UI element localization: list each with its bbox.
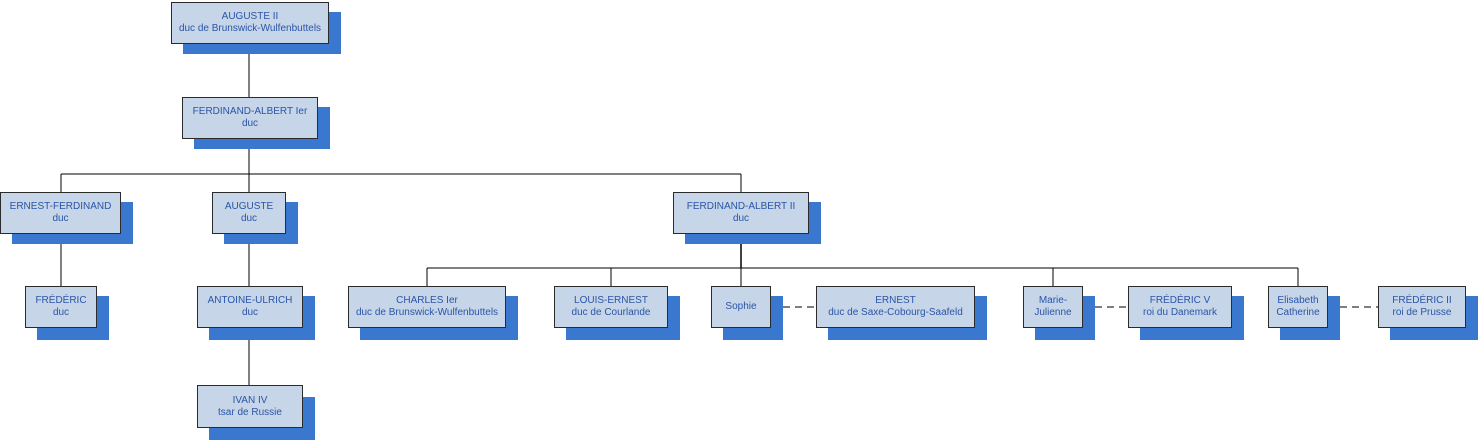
node-charles1[interactable]: CHARLES Ier duc de Brunswick-Wulfenbutte… — [348, 286, 506, 328]
node-title: Sophie — [725, 301, 757, 312]
node-title: ERNEST-FERDINAND — [9, 201, 112, 212]
node-title: LOUIS-ERNEST — [574, 295, 648, 306]
node-frederic2[interactable]: FRÉDÉRIC II roi de Prusse — [1378, 286, 1466, 328]
node-subtitle: duc — [52, 307, 70, 318]
node-auguste[interactable]: AUGUSTE duc — [212, 192, 286, 234]
node-title: AUGUSTE II — [221, 11, 279, 22]
node-subtitle: duc de Brunswick-Wulfenbuttels — [178, 23, 322, 34]
node-title: IVAN IV — [232, 394, 268, 406]
node-ferdinand-albert1[interactable]: FERDINAND-ALBERT Ier duc — [182, 97, 318, 139]
node-antoine-ulrich[interactable]: ANTOINE-ULRICH duc — [197, 286, 303, 328]
node-frederic5[interactable]: FRÉDÉRIC V roi du Danemark — [1128, 286, 1232, 328]
node-title: ANTOINE-ULRICH — [207, 295, 293, 306]
node-auguste2[interactable]: AUGUSTE II duc de Brunswick-Wulfenbuttel… — [171, 2, 329, 44]
node-title: FERDINAND-ALBERT Ier — [192, 106, 308, 117]
node-elisabeth-catherine[interactable]: Elisabeth Catherine — [1268, 286, 1328, 328]
node-ferdinand-albert2[interactable]: FERDINAND-ALBERT II duc — [673, 192, 809, 234]
node-subtitle: duc — [241, 118, 259, 129]
node-subtitle: duc de Courlande — [571, 307, 651, 318]
node-subtitle: Julienne — [1034, 307, 1072, 318]
node-subtitle: duc — [52, 213, 69, 224]
node-louis-ernest[interactable]: LOUIS-ERNEST duc de Courlande — [554, 286, 668, 328]
node-ivan4[interactable]: IVAN IV tsar de Russie — [197, 385, 303, 428]
node-title: Marie- — [1038, 295, 1068, 306]
node-title: Elisabeth — [1277, 295, 1319, 306]
node-title: FRÉDÉRIC — [35, 295, 87, 306]
node-title: FERDINAND-ALBERT II — [686, 201, 796, 212]
node-subtitle: duc de Brunswick-Wulfenbuttels — [355, 307, 499, 318]
node-title: CHARLES Ier — [396, 295, 458, 306]
node-title: AUGUSTE — [224, 201, 274, 212]
node-title: FRÉDÉRIC V — [1149, 295, 1211, 306]
node-title: FRÉDÉRIC II — [1392, 295, 1452, 306]
node-marie-julienne[interactable]: Marie- Julienne — [1023, 286, 1083, 328]
node-subtitle: Catherine — [1276, 307, 1320, 318]
node-ernest-ferdinand[interactable]: ERNEST-FERDINAND duc — [0, 192, 121, 234]
node-subtitle: tsar de Russie — [218, 406, 282, 418]
node-frederic[interactable]: FRÉDÉRIC duc — [25, 286, 97, 328]
node-subtitle: duc — [732, 213, 750, 224]
node-subtitle: duc de Saxe-Cobourg-Saafeld — [828, 307, 963, 318]
node-ernest[interactable]: ERNEST duc de Saxe-Cobourg-Saafeld — [816, 286, 975, 328]
node-sophie[interactable]: Sophie — [711, 286, 771, 328]
node-subtitle: duc — [240, 213, 258, 224]
node-subtitle: roi du Danemark — [1143, 307, 1217, 318]
node-subtitle: roi de Prusse — [1392, 307, 1452, 318]
node-title: ERNEST — [875, 295, 916, 306]
node-subtitle: duc — [241, 307, 259, 318]
